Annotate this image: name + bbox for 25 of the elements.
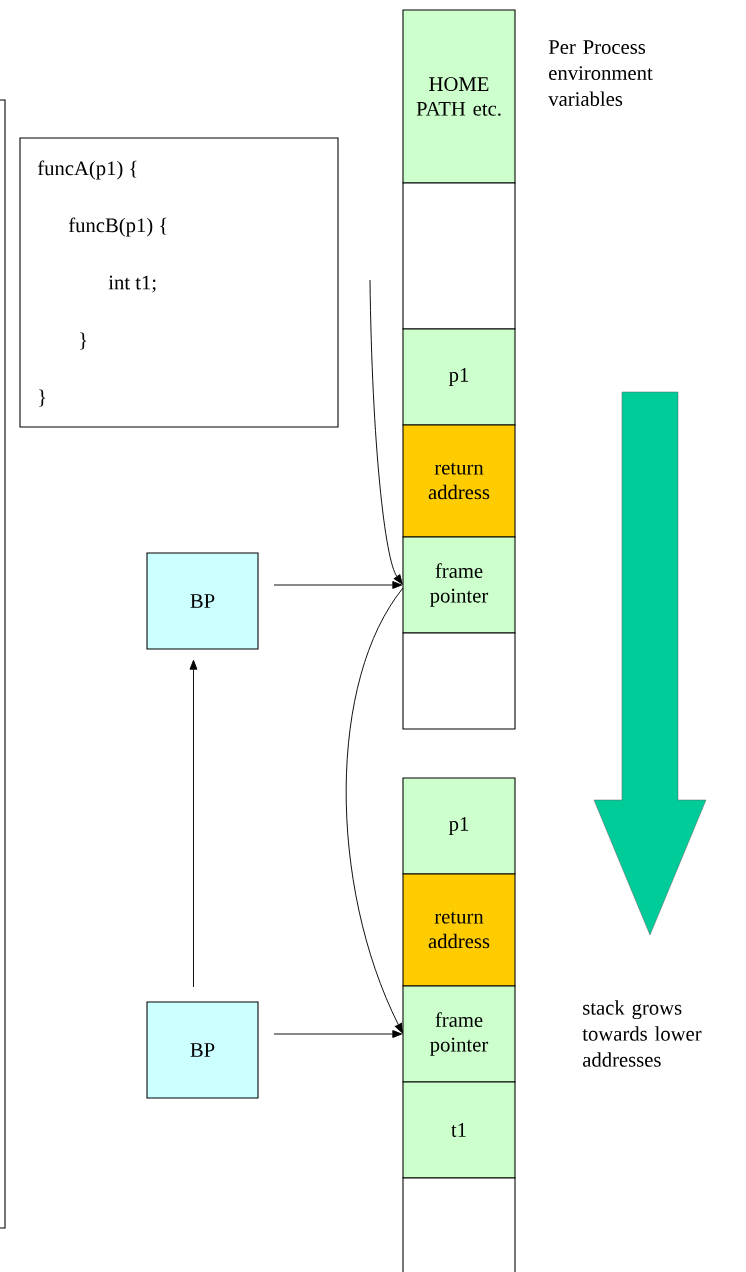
register-box: BP bbox=[146, 1001, 259, 1099]
stack-cell bbox=[402, 182, 516, 330]
stack-cell: p1 bbox=[402, 777, 516, 875]
arrow bbox=[369, 279, 403, 585]
stack-cell bbox=[402, 632, 516, 730]
stack-cell: return address bbox=[402, 424, 516, 538]
note-text: Per Process environment variables bbox=[548, 40, 653, 106]
stack-cell bbox=[402, 1177, 516, 1272]
stack-cell: frame pointer bbox=[402, 985, 516, 1083]
stack-cell: return address bbox=[402, 873, 516, 987]
arrow bbox=[345, 587, 404, 1034]
arrow bbox=[273, 581, 403, 589]
stack-cell: t1 bbox=[402, 1081, 516, 1179]
code-line: } bbox=[39, 389, 46, 407]
stack-cell: HOME PATH etc. bbox=[402, 9, 516, 184]
arrow bbox=[189, 659, 198, 988]
code-line: funcB(p1) { bbox=[68, 217, 167, 237]
code-line: } bbox=[80, 332, 87, 350]
code-line: int t1; bbox=[108, 275, 156, 293]
stack-cell: p1 bbox=[402, 328, 516, 426]
note-text: stack grows towards lower addresses bbox=[582, 1000, 702, 1067]
stack-cell: frame pointer bbox=[402, 536, 516, 634]
arrow bbox=[273, 1030, 403, 1038]
register-box: BP bbox=[146, 552, 259, 650]
code-line: funcA(p1) { bbox=[37, 160, 137, 180]
